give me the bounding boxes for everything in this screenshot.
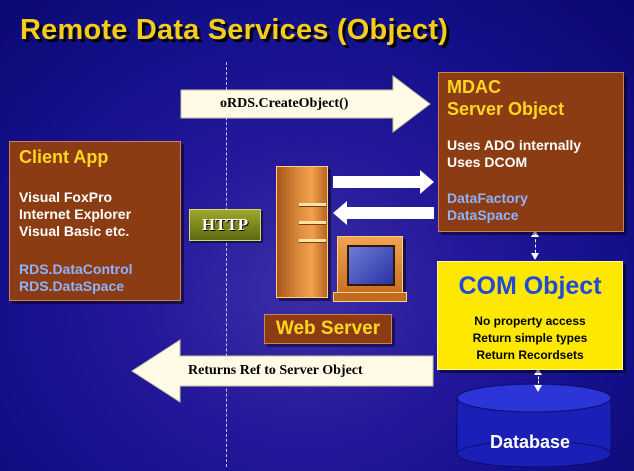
monitor-icon — [337, 236, 403, 294]
client-item-visual-basic: Visual Basic etc. — [19, 223, 130, 239]
com-database-connector — [538, 372, 539, 388]
com-line-return-recordsets: Return Recordsets — [476, 348, 584, 362]
com-line-no-property-access: No property access — [474, 314, 586, 328]
mdac-uses-ado: Uses ADO internally — [447, 137, 582, 153]
mdac-header: MDAC — [447, 77, 501, 97]
server-to-mdac-arrow — [333, 170, 434, 194]
web-server-label: Web Server — [264, 314, 392, 344]
client-item-visual-foxpro: Visual FoxPro — [19, 189, 113, 205]
mdac-to-server-arrow — [333, 201, 434, 225]
client-app-box: Client App Visual FoxPro Internet Explor… — [9, 141, 181, 301]
mdac-com-connector — [535, 234, 536, 258]
slide-title: Remote Data Services (Object) — [20, 14, 449, 46]
com-line-return-simple-types: Return simple types — [472, 331, 588, 345]
mdac-uses-dcom: Uses DCOM — [447, 154, 528, 170]
create-object-arrow — [180, 74, 431, 134]
mdac-dataspace: DataSpace — [447, 207, 519, 223]
server-object-header: Server Object — [447, 99, 565, 119]
com-object-box: COM Object No property access Return sim… — [437, 261, 623, 370]
client-rds-dataspace: RDS.DataSpace — [19, 278, 125, 294]
mdac-datafactory: DataFactory — [447, 190, 528, 206]
server-tower-icon — [276, 166, 328, 298]
http-label: HTTP — [189, 209, 261, 241]
create-object-label: oRDS.CreateObject() — [220, 96, 349, 111]
mdac-server-object-box: MDAC Server Object Uses ADO internally U… — [438, 72, 624, 232]
client-rds-datacontrol: RDS.DataControl — [19, 261, 133, 277]
database-cylinder — [456, 383, 612, 468]
client-app-header: Client App — [19, 147, 109, 167]
monitor-base — [333, 292, 407, 302]
client-item-internet-explorer: Internet Explorer — [19, 206, 132, 222]
network-boundary-line — [226, 62, 227, 467]
com-object-title: COM Object — [458, 272, 602, 300]
returns-ref-label: Returns Ref to Server Object — [188, 363, 363, 378]
returns-ref-arrow — [131, 339, 434, 403]
database-label: Database — [489, 432, 571, 452]
